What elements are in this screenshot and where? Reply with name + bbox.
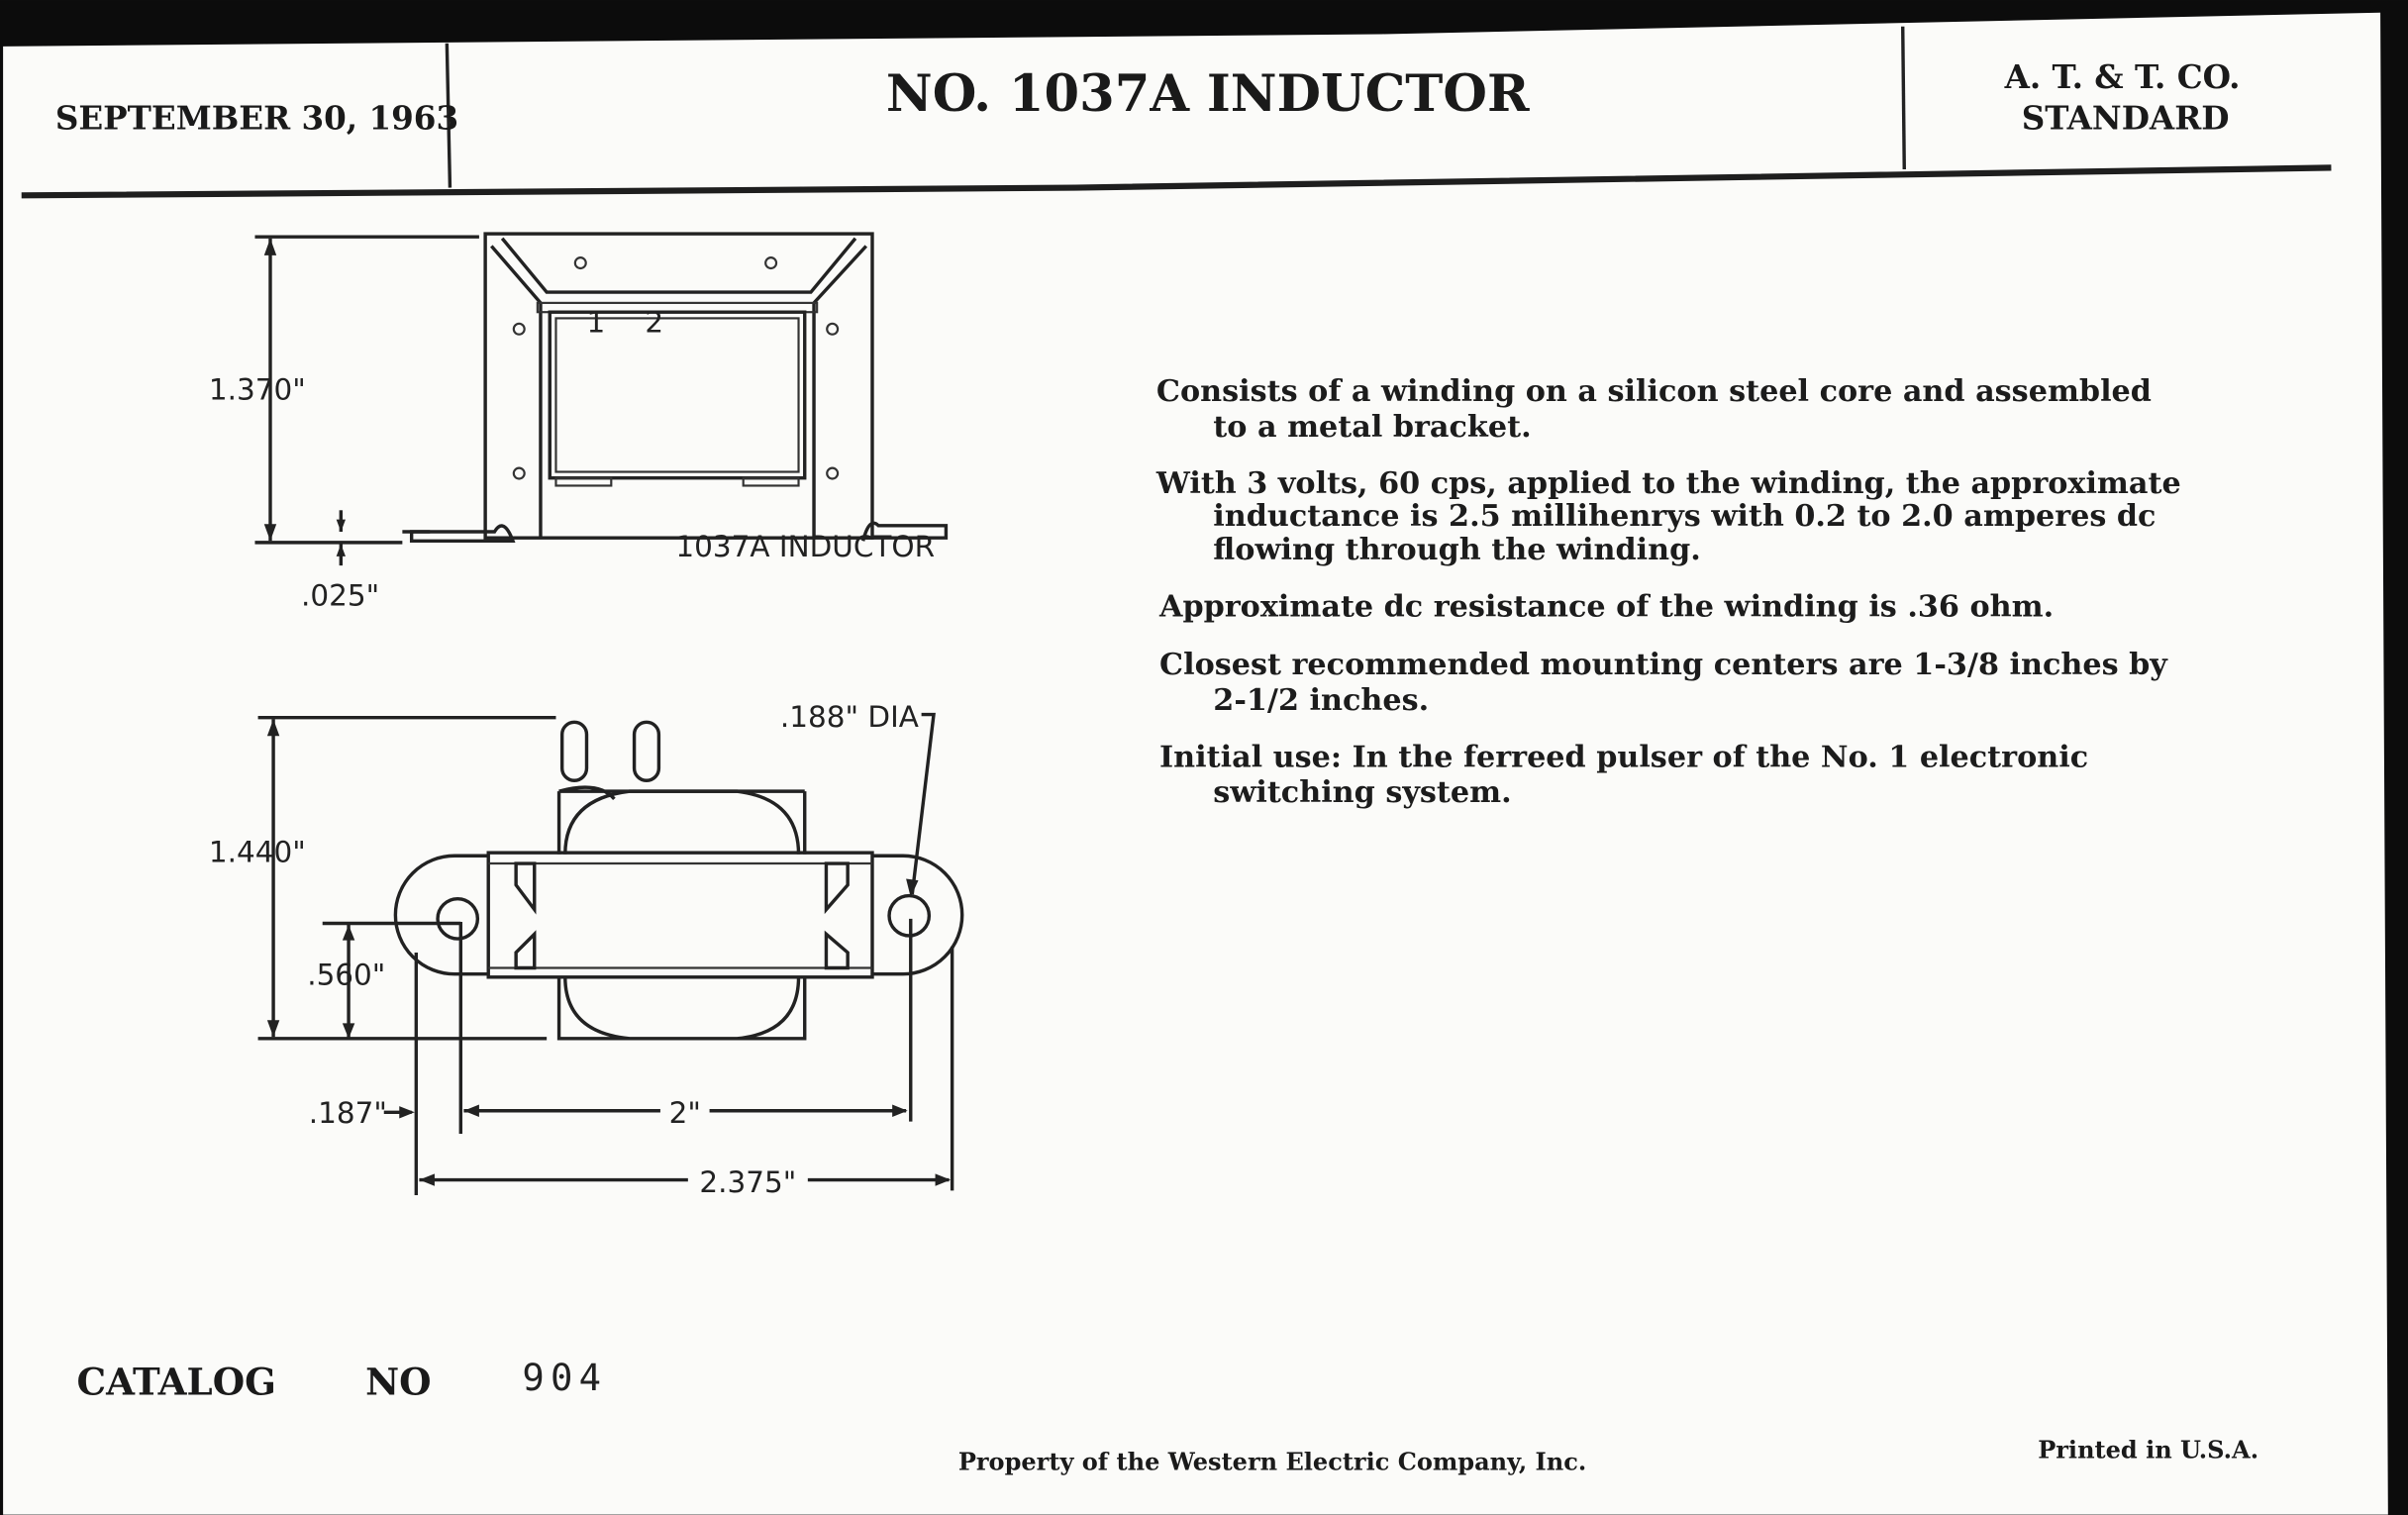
front-view-drawing [254, 232, 949, 566]
dim-edge-187: .187" [309, 1096, 387, 1130]
standard-line-1: A. T. & T. CO. [2004, 57, 2241, 96]
top-view-drawing [257, 712, 964, 1196]
header-divider-left [445, 43, 452, 188]
description: Consists of a winding on a silicon steel… [1155, 374, 2181, 810]
printed-notice: Printed in U.S.A. [2038, 1435, 2258, 1464]
dim-height-1440: 1.440" [209, 835, 306, 868]
catalog-no-label: NO [365, 1361, 431, 1404]
desc-line: 2-1/2 inches. [1213, 683, 1429, 718]
desc-line: Closest recommended mounting centers are… [1159, 648, 2168, 682]
desc-line: switching system. [1213, 775, 1511, 810]
desc-line: flowing through the winding. [1213, 533, 1700, 567]
desc-line: to a metal bracket. [1213, 410, 1531, 445]
desc-line: Initial use: In the ferreed pulser of th… [1159, 740, 2088, 774]
dim-overall-2375: 2.375" [699, 1165, 796, 1199]
dim-centers-2: 2" [669, 1096, 701, 1130]
paper [3, 12, 2388, 1515]
catalog-label: CATALOG [77, 1361, 276, 1404]
dim-hole-dia: .188" DIA [780, 700, 919, 734]
terminal-label-1: 1 [586, 305, 605, 339]
desc-line: Approximate dc resistance of the winding… [1158, 589, 2054, 624]
catalog-number: 904 [522, 1356, 607, 1399]
dim-hole-height-560: .560" [307, 959, 385, 992]
desc-line: inductance is 2.5 millihenrys with 0.2 t… [1213, 499, 2156, 534]
terminal-label-2: 2 [645, 305, 663, 339]
header-divider-right [1901, 26, 1906, 169]
desc-line: Consists of a winding on a silicon steel… [1156, 374, 2152, 409]
desc-line: With 3 volts, 60 cps, applied to the win… [1155, 466, 2181, 501]
page-title: NO. 1037A INDUCTOR [886, 64, 1530, 124]
header-rule [21, 164, 2332, 199]
property-notice: Property of the Western Electric Company… [958, 1448, 1586, 1476]
part-marking: 1037A INDUCTOR [675, 530, 935, 563]
dim-gap-025: .025" [301, 578, 379, 612]
dim-height-1370: 1.370" [209, 373, 306, 407]
header-date: SEPTEMBER 30, 1963 [55, 99, 458, 138]
standard-line-2: STANDARD [2022, 99, 2230, 138]
